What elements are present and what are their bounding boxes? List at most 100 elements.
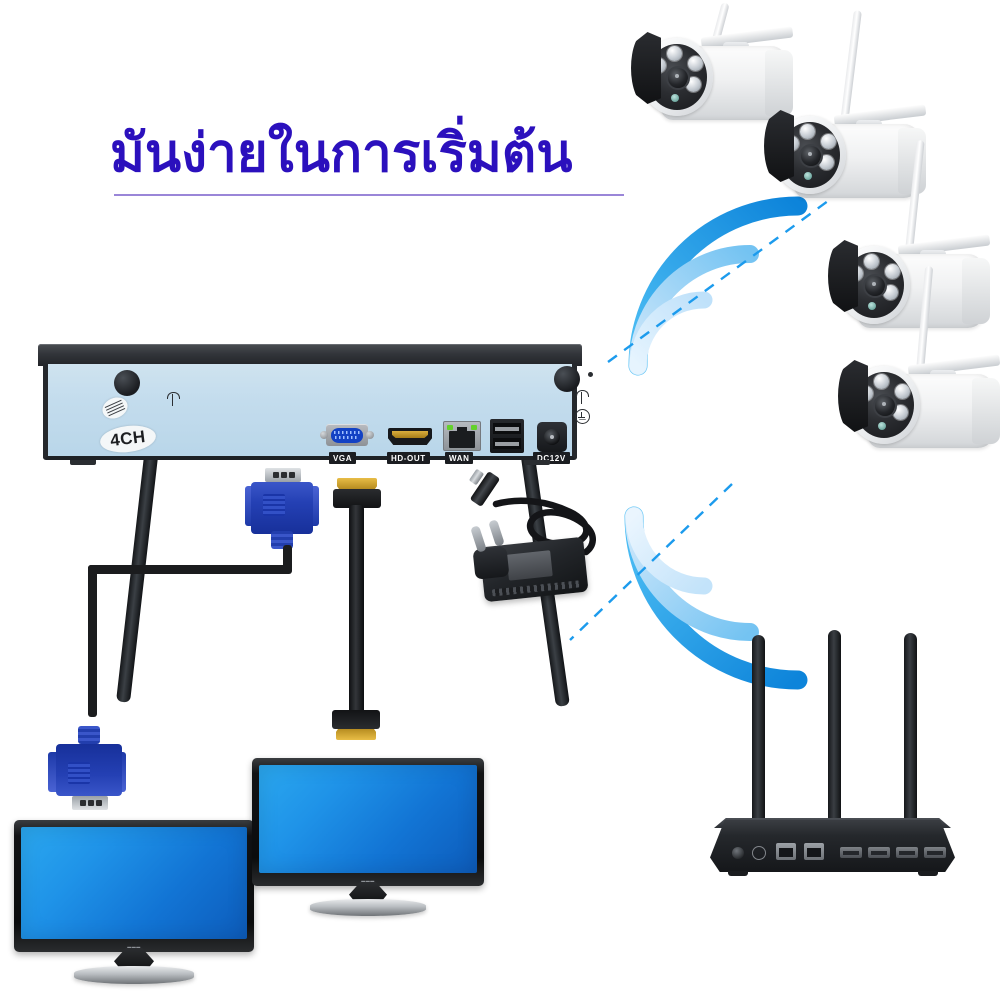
camera-sunshade xyxy=(838,360,868,432)
light-sensor-icon xyxy=(804,172,812,180)
monitor-hdmi[interactable]: ▬▬▬ xyxy=(252,758,484,916)
nvr-port-vga[interactable] xyxy=(320,424,374,446)
camera-rear xyxy=(972,378,1000,444)
router-lan-port-4[interactable] xyxy=(924,847,946,858)
monitor-bezel: ▬▬▬ xyxy=(14,820,254,952)
vga-screw-left xyxy=(320,431,328,439)
nvr-port-wan[interactable] xyxy=(443,421,481,451)
camera-rear xyxy=(962,258,990,324)
camera-2[interactable] xyxy=(758,9,948,218)
port-label-hdout: HD-OUT xyxy=(387,452,430,464)
hdmi-shell xyxy=(333,489,381,508)
usb-slot-upper xyxy=(493,423,521,434)
power-adapter[interactable] xyxy=(468,468,610,615)
barcode-sticker xyxy=(99,393,131,423)
port-label-vga: VGA xyxy=(329,452,357,464)
antenna-base-left xyxy=(114,370,140,396)
monitor-screen xyxy=(21,827,247,939)
ir-led-icon xyxy=(688,56,703,71)
title-underline xyxy=(114,194,624,196)
camera-sunshade xyxy=(828,240,858,312)
ir-led-icon xyxy=(885,264,900,279)
vga-strain-relief xyxy=(271,531,293,549)
dashed-link-cameras xyxy=(600,190,840,375)
vga-hood xyxy=(251,482,313,534)
ir-led-icon xyxy=(893,405,908,420)
screw-hole xyxy=(588,372,593,377)
hdmi-connector-top[interactable] xyxy=(333,478,381,508)
rj45-opening xyxy=(449,427,475,448)
light-sensor-icon xyxy=(671,94,679,102)
router-foot-right xyxy=(918,871,938,876)
ir-led-icon xyxy=(667,46,682,61)
router-foot-left xyxy=(728,871,748,876)
dashed-link-router xyxy=(560,478,740,653)
hdmi-shell xyxy=(332,710,380,729)
ir-led-icon xyxy=(864,254,879,269)
router-wan-port-2[interactable] xyxy=(804,843,824,860)
router-reset-button[interactable] xyxy=(752,846,766,860)
vga-receptacle xyxy=(331,427,363,443)
ir-led-icon xyxy=(883,285,898,300)
vga-screw-right xyxy=(366,431,374,439)
ir-led-icon xyxy=(874,374,889,389)
camera-lens xyxy=(865,276,885,296)
router-antenna-right-icon xyxy=(904,633,917,830)
vga-metal-shield xyxy=(72,796,108,810)
wan-led-left xyxy=(447,425,453,430)
monitor-screen xyxy=(259,765,477,873)
router-lan-port-3[interactable] xyxy=(896,847,918,858)
hdmi-connector-bottom[interactable] xyxy=(332,710,380,740)
nvr-port-dc[interactable] xyxy=(537,422,567,452)
camera-lens xyxy=(668,68,688,88)
light-sensor-icon xyxy=(868,302,876,310)
router-lan-port-2[interactable] xyxy=(868,847,890,858)
monitor-vga[interactable]: ▬▬▬ xyxy=(14,820,254,984)
antenna-base-right xyxy=(554,366,580,392)
camera-rear xyxy=(765,50,793,116)
dc-jack xyxy=(537,422,567,452)
wan-led-right xyxy=(471,425,477,430)
nvr-port-usb[interactable] xyxy=(490,419,524,453)
router-wan-port-1[interactable] xyxy=(776,843,796,860)
usb-stack xyxy=(490,419,524,453)
nvr-foot-left xyxy=(70,460,96,465)
nvr-rear-panel: 4CH VGA HD-OUT xyxy=(43,364,593,464)
antenna-symbol-icon xyxy=(575,388,589,404)
camera-3[interactable] xyxy=(822,139,1000,348)
antenna-symbol-icon xyxy=(166,390,180,406)
nvr-device[interactable]: 4CH VGA HD-OUT xyxy=(38,344,593,707)
router-power-jack[interactable] xyxy=(732,847,744,859)
vga-connector-bottom[interactable] xyxy=(48,705,136,810)
channel-sticker: 4CH xyxy=(98,422,158,456)
camera-lens xyxy=(875,396,895,416)
monitor-base xyxy=(74,966,194,984)
vga-cable-segment-drop xyxy=(283,545,292,572)
router-antenna-center-icon xyxy=(828,630,841,830)
wireless-router[interactable] xyxy=(700,615,965,876)
hdmi-cable xyxy=(349,505,364,720)
vga-strain-relief xyxy=(78,726,100,744)
camera-lens xyxy=(801,146,821,166)
monitor-brand-logo: ▬▬▬ xyxy=(361,878,375,883)
nvr-port-hdmi[interactable] xyxy=(388,428,432,445)
router-body xyxy=(710,820,955,872)
light-sensor-icon xyxy=(878,422,886,430)
camera-sunshade xyxy=(631,32,661,104)
hdmi-receptacle xyxy=(388,428,432,445)
monitor-bezel: ▬▬▬ xyxy=(252,758,484,886)
usb-slot-lower xyxy=(493,438,521,449)
vga-hood xyxy=(56,744,122,796)
nvr-foot-right xyxy=(524,460,550,465)
page-title: มันง่ายในการเริ่มต้น xyxy=(110,123,573,184)
vga-connector-top[interactable] xyxy=(245,468,321,560)
vga-cable-segment-horizontal xyxy=(88,565,292,574)
nvr-top-cover xyxy=(38,344,582,366)
camera-4[interactable] xyxy=(832,265,1000,468)
ir-led-icon xyxy=(819,155,834,170)
hdmi-gold-contact xyxy=(337,478,377,492)
router-antenna-left-icon xyxy=(752,635,765,830)
router-lan-port-1[interactable] xyxy=(840,847,862,858)
camera-1[interactable] xyxy=(625,2,815,140)
